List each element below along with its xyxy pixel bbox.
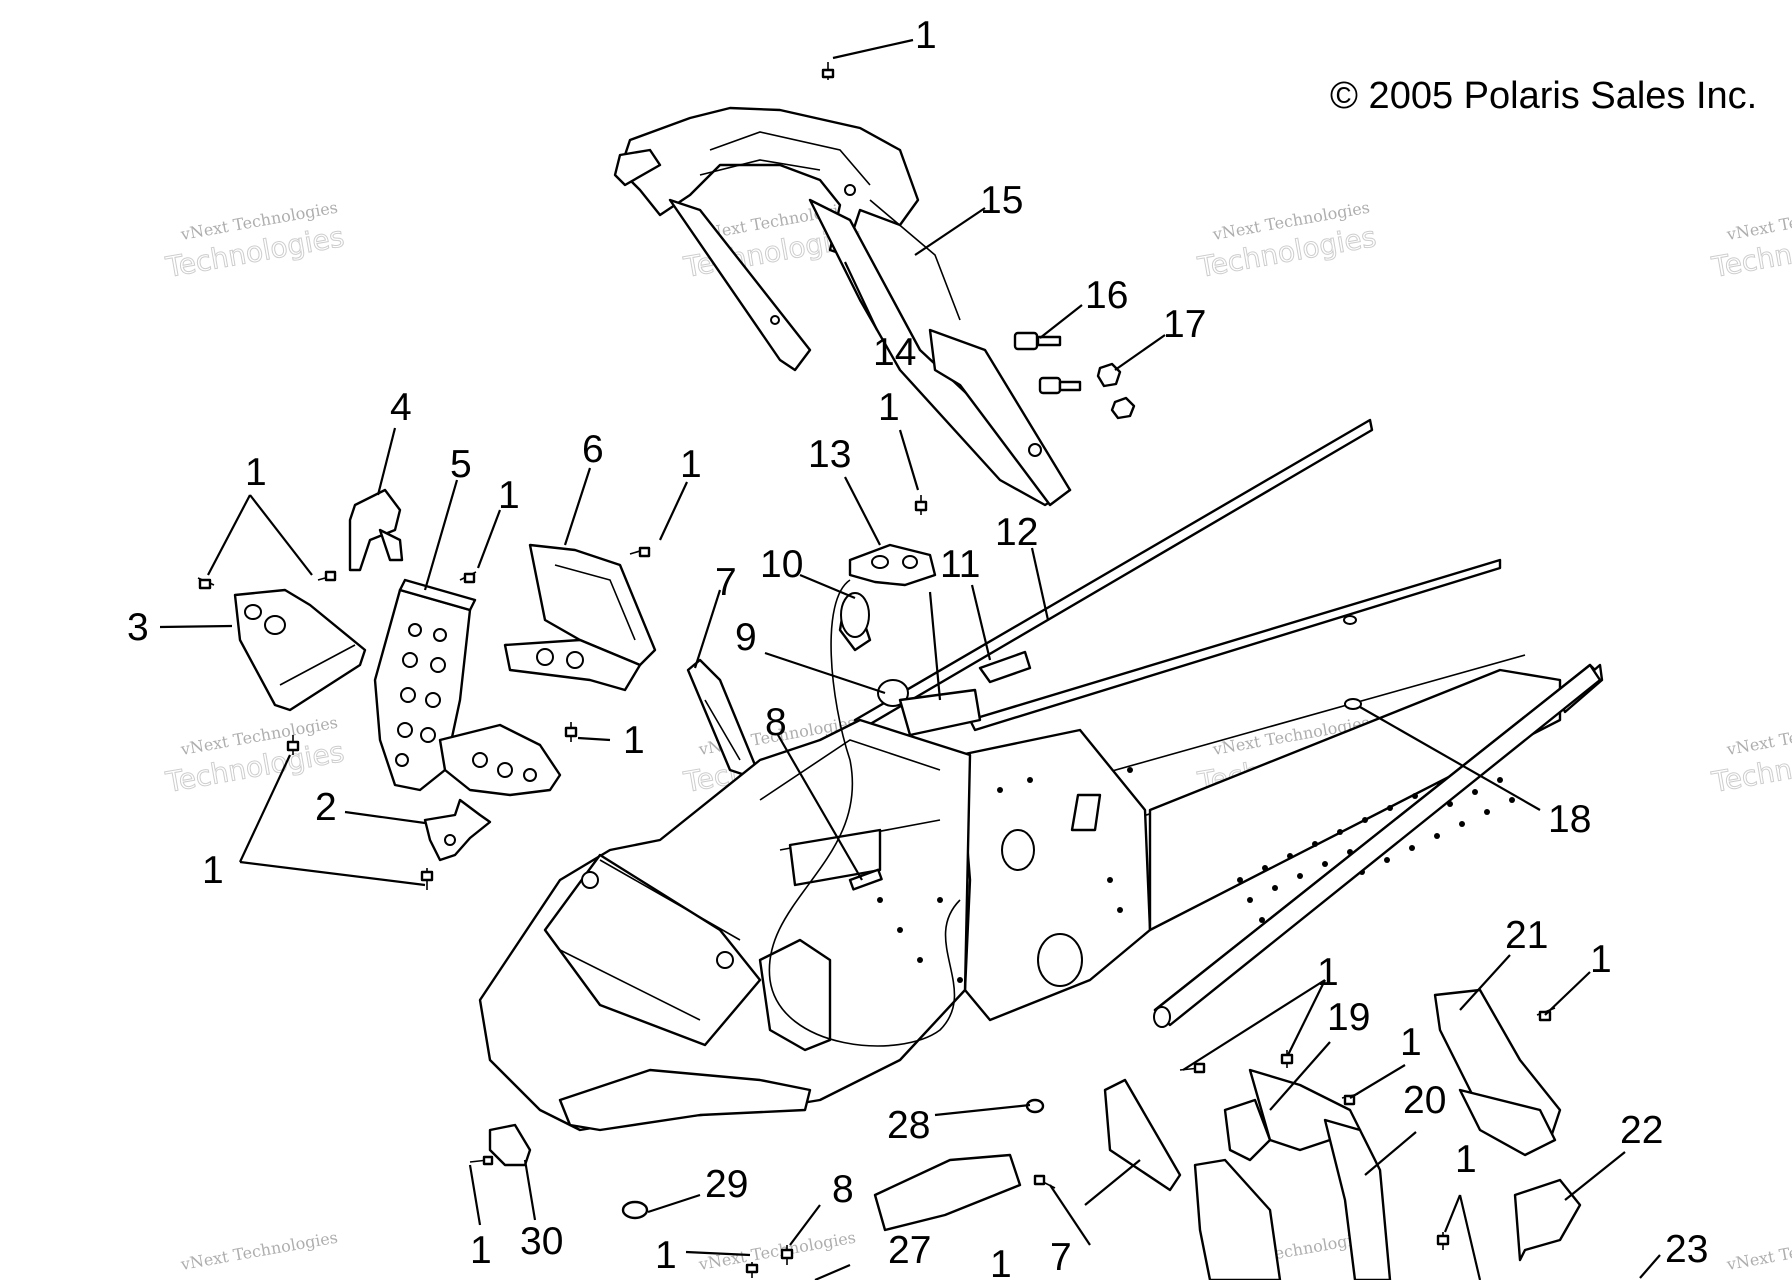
callout-10: 10 (760, 543, 803, 586)
watermark: vNext Technologies Technologies (1194, 198, 1379, 285)
callout-19: 19 (1327, 996, 1370, 1039)
part-decal-12 (978, 650, 1032, 684)
callout-11: 11 (940, 543, 981, 586)
callout-9: 9 (735, 616, 757, 659)
callout-17: 17 (1163, 303, 1206, 346)
part-plate-7-lower (1103, 1078, 1182, 1192)
callout-labels: 1 15 14 16 17 4 5 6 1 1 1 3 13 1 12 10 1… (127, 14, 1708, 1280)
svg-text:vNext Technologies: vNext Technologies (178, 1228, 339, 1274)
callout-13: 13 (808, 433, 851, 476)
callout-14: 14 (873, 331, 916, 374)
callout-1: 1 (1400, 1021, 1422, 1064)
callout-1: 1 (202, 849, 224, 892)
callout-21: 21 (1505, 914, 1548, 957)
callout-1: 1 (680, 443, 702, 486)
part-steering-support (613, 106, 1072, 507)
part-bracket-13 (848, 543, 937, 587)
watermark: vNext Technologies (178, 1228, 339, 1274)
part-grommet-10 (840, 592, 870, 638)
svg-text:vNext Technologies: vNext Technologies (1724, 1228, 1792, 1274)
callout-3: 3 (127, 606, 149, 649)
copyright-notice: © 2005 Polaris Sales Inc. (1330, 75, 1757, 117)
callout-1: 1 (245, 451, 267, 494)
watermark: vNext Technologies (1724, 1228, 1792, 1274)
callout-1: 1 (878, 386, 900, 429)
watermark: vNext Technologies (696, 1228, 857, 1274)
callout-22: 22 (1620, 1109, 1663, 1152)
callout-20: 20 (1403, 1079, 1446, 1122)
callout-28: 28 (887, 1104, 930, 1147)
callout-15: 15 (980, 179, 1023, 222)
leader-lines (159, 38, 1661, 1280)
watermark: vNext Technologies Technologies (162, 198, 347, 285)
rivets (197, 62, 1556, 1278)
callout-29: 29 (705, 1163, 748, 1206)
part-panel-11 (898, 688, 982, 737)
callout-1: 1 (498, 474, 520, 517)
part-guard-21 (1433, 988, 1562, 1157)
callout-27: 27 (888, 1229, 931, 1272)
part-bracket-22 (1513, 1178, 1582, 1262)
callout-1: 1 (655, 1234, 677, 1277)
callout-1: 1 (1317, 951, 1339, 994)
part-plate-27 (873, 1153, 1022, 1232)
part-bolts-16 (1013, 331, 1082, 395)
part-clip-30 (488, 1123, 532, 1167)
part-chassis-tunnel (478, 418, 1604, 1132)
callout-2: 2 (315, 786, 337, 829)
callout-12: 12 (995, 511, 1038, 554)
callout-1: 1 (1590, 938, 1612, 981)
watermark: vNext Technologies Technologies (1708, 713, 1792, 800)
svg-text:vNext Technologies: vNext Technologies (1724, 198, 1792, 244)
callout-18: 18 (1548, 798, 1591, 841)
part-nuts-17 (1096, 362, 1136, 420)
part-plate-5 (373, 578, 562, 797)
callout-30: 30 (520, 1220, 563, 1263)
callout-23: 23 (1665, 1228, 1708, 1271)
callout-1: 1 (990, 1243, 1012, 1280)
watermark: vNext Technologies Technologies (1708, 198, 1792, 285)
callout-5: 5 (450, 443, 472, 486)
part-pin-8 (848, 868, 883, 891)
callout-6: 6 (582, 428, 604, 471)
callout-8: 8 (765, 701, 787, 744)
callout-1: 1 (623, 719, 645, 762)
part-bracket-4 (348, 488, 404, 572)
callout-7: 7 (715, 561, 737, 604)
callout-4: 4 (390, 386, 412, 429)
part-bracket-20 (1193, 1118, 1392, 1280)
callout-1: 1 (470, 1229, 492, 1272)
part-plate-3 (233, 588, 367, 712)
part-rail-18 (1153, 663, 1602, 1028)
part-bracket-2 (423, 798, 492, 862)
svg-text:vNext Technologies: vNext Technologies (696, 1228, 857, 1274)
part-bracket-6 (503, 543, 657, 692)
callout-16: 16 (1085, 274, 1128, 317)
callout-7: 7 (1050, 1236, 1072, 1279)
part-bumper-29 (621, 1200, 649, 1220)
callout-1: 1 (915, 14, 937, 57)
svg-text:vNext Technologies: vNext Technologies (1724, 713, 1792, 759)
callout-1: 1 (1455, 1138, 1477, 1181)
callout-8: 8 (832, 1168, 854, 1211)
part-plate-7 (686, 658, 757, 777)
